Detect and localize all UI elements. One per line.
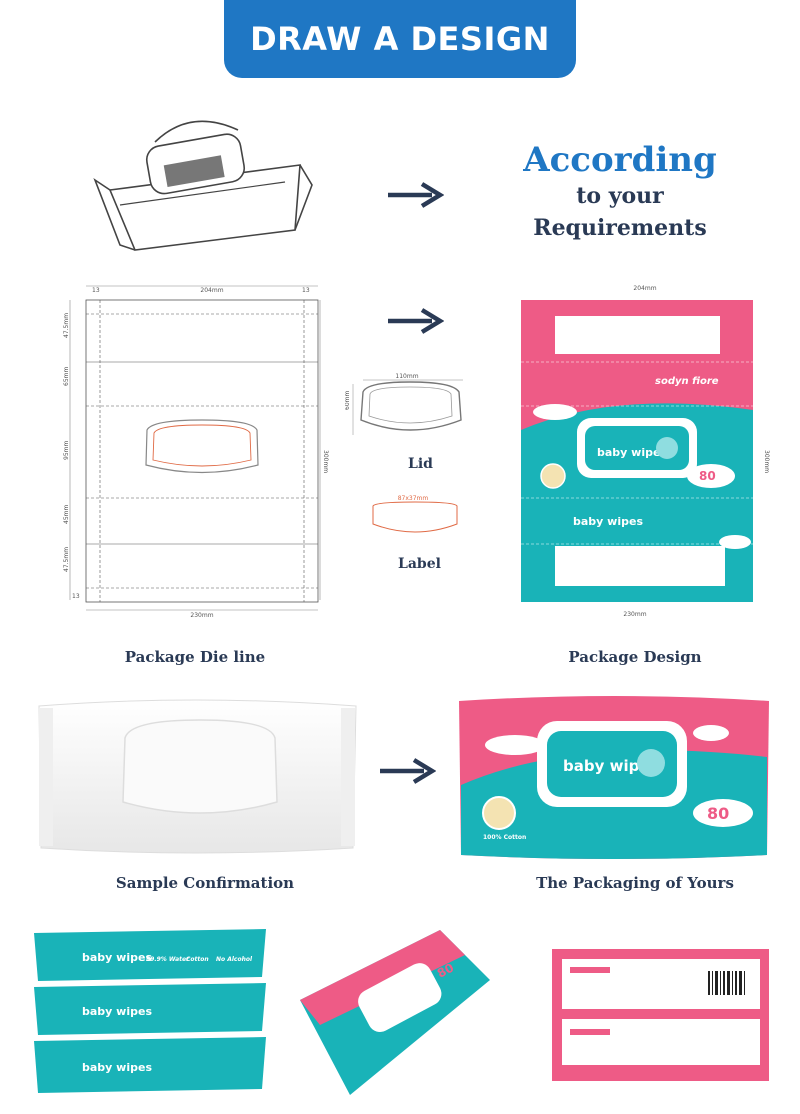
according-line3: Requirements	[533, 215, 707, 241]
stacked-packs: baby wipes 99.9% Water Cotton No Alcohol…	[34, 929, 266, 1093]
label-part-label: Label	[398, 556, 441, 572]
die-top-width: 204mm	[200, 287, 223, 294]
according-heading: According to your Requirements	[470, 140, 770, 244]
arrow-right-icon	[388, 182, 444, 208]
according-line2: to your	[576, 183, 664, 209]
back-pack	[552, 949, 769, 1081]
arrow-right-icon	[380, 758, 436, 784]
lid-height: 60mm	[345, 391, 351, 410]
design-brand: baby wipes	[597, 446, 667, 459]
caption-sample: Sample Confirmation	[115, 874, 295, 892]
design-count: 80	[699, 469, 716, 483]
package-design-flat: 204mm 230mm 300mm sodyn fiore baby wipes…	[521, 285, 770, 618]
lid-diagram: 110mm 60mm	[345, 373, 463, 435]
design-script-name: sodyn fiore	[655, 376, 719, 387]
angled-pack: 80	[300, 930, 490, 1095]
final-package: baby wipes 80 100% Cotton	[459, 696, 769, 859]
label-size: 87x37mm	[398, 495, 429, 502]
die-seg-2: 65mm	[63, 367, 70, 386]
die-seg-1: 47.5mm	[63, 313, 70, 338]
die-bottom-width: 230mm	[190, 612, 213, 619]
design-bottom-width: 230mm	[623, 611, 646, 618]
design-brand-2: baby wipes	[573, 515, 643, 528]
caption-dieline: Package Die line	[124, 648, 266, 666]
final-badge: 100% Cotton	[483, 834, 526, 841]
caption-design: Package Design	[568, 648, 702, 666]
die-right-height: 300mm	[322, 450, 329, 473]
stack-feature-1: 99.9% Water	[146, 956, 190, 963]
sample-white-pack	[38, 699, 357, 854]
stack-brand-1: baby wipes	[82, 951, 152, 964]
according-line1: According	[523, 140, 717, 180]
angled-count: 80	[435, 960, 456, 980]
die-line-diagram: 204mm 13 13 230mm 300mm 47.5mm 65mm 95mm…	[63, 285, 329, 619]
die-seg-3: 95mm	[63, 441, 70, 460]
stack-feature-2: Cotton	[186, 956, 209, 963]
stack-brand-3: baby wipes	[82, 1061, 152, 1074]
design-top-width: 204mm	[633, 285, 656, 292]
lid-label: Lid	[408, 456, 433, 472]
arrow-right-icon	[388, 308, 444, 334]
die-seg-6: 13	[72, 593, 80, 600]
stack-brand-2: baby wipes	[82, 1005, 152, 1018]
die-right-margin: 13	[302, 287, 310, 294]
design-right-height: 300mm	[763, 450, 770, 473]
package-sketch	[93, 120, 313, 251]
label-diagram: 87x37mm	[372, 495, 458, 533]
die-seg-4: 45mm	[63, 505, 70, 524]
caption-yours: The Packaging of Yours	[536, 874, 734, 892]
final-brand: baby wipes	[563, 757, 659, 775]
final-count: 80	[707, 804, 729, 823]
die-left-margin: 13	[92, 287, 100, 294]
lid-width: 110mm	[395, 373, 418, 380]
banner-title: DRAW A DESIGN	[250, 20, 550, 58]
title-banner: DRAW A DESIGN	[224, 0, 576, 78]
stack-feature-3: No Alcohol	[216, 956, 253, 963]
die-seg-5: 47.5mm	[63, 547, 70, 572]
